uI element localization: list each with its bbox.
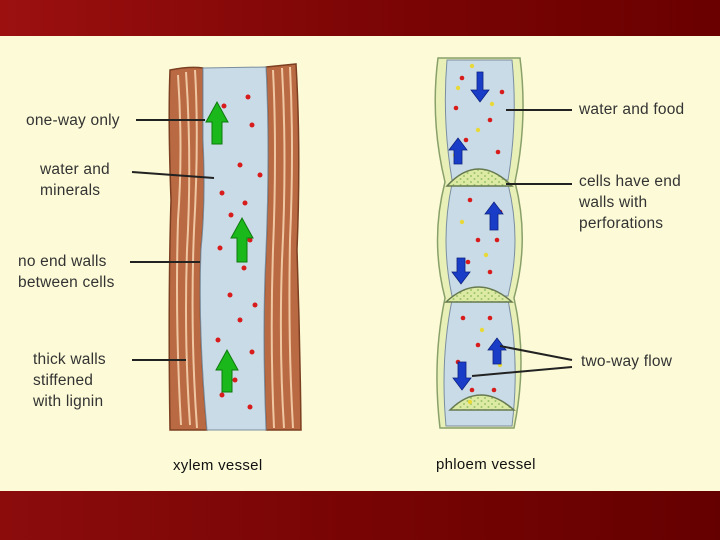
label-one-way-only: one-way only xyxy=(26,112,120,129)
diagram-panel xyxy=(0,36,720,491)
phloem-vessel xyxy=(434,57,524,429)
green-up-arrow-icon xyxy=(205,100,254,393)
xylem-wall-grain xyxy=(176,66,294,429)
label-thick-walls: thick walls stiffened with lignin xyxy=(33,351,106,410)
sieve-plate-2 xyxy=(444,286,514,303)
label-water-and-food: water and food xyxy=(579,101,685,118)
label-no-end-walls: no end walls between cells xyxy=(18,253,115,291)
pointer-two-way-lower xyxy=(471,366,573,377)
top-frame-band xyxy=(0,0,720,36)
label-water-and-minerals: water and minerals xyxy=(40,161,110,199)
phloem-cell-2 xyxy=(445,183,516,297)
pointer-two-way-upper xyxy=(499,345,573,361)
label-two-way-flow: two-way flow xyxy=(581,353,673,370)
caption-xylem-vessel: xylem vessel xyxy=(173,457,263,474)
phloem-cell-3 xyxy=(443,299,516,427)
sieve-plate-3 xyxy=(448,394,516,411)
caption-phloem-vessel: phloem vessel xyxy=(436,456,536,473)
label-end-walls-perforations: cells have end walls with perforations xyxy=(579,173,681,232)
pointer-lines xyxy=(130,109,573,377)
xylem-vessel xyxy=(168,63,302,431)
blue-double-arrow-icon xyxy=(448,71,507,391)
bottom-frame-band xyxy=(0,491,720,540)
pointer-water-minerals xyxy=(131,171,215,179)
phloem-yellow-particles xyxy=(452,63,503,405)
